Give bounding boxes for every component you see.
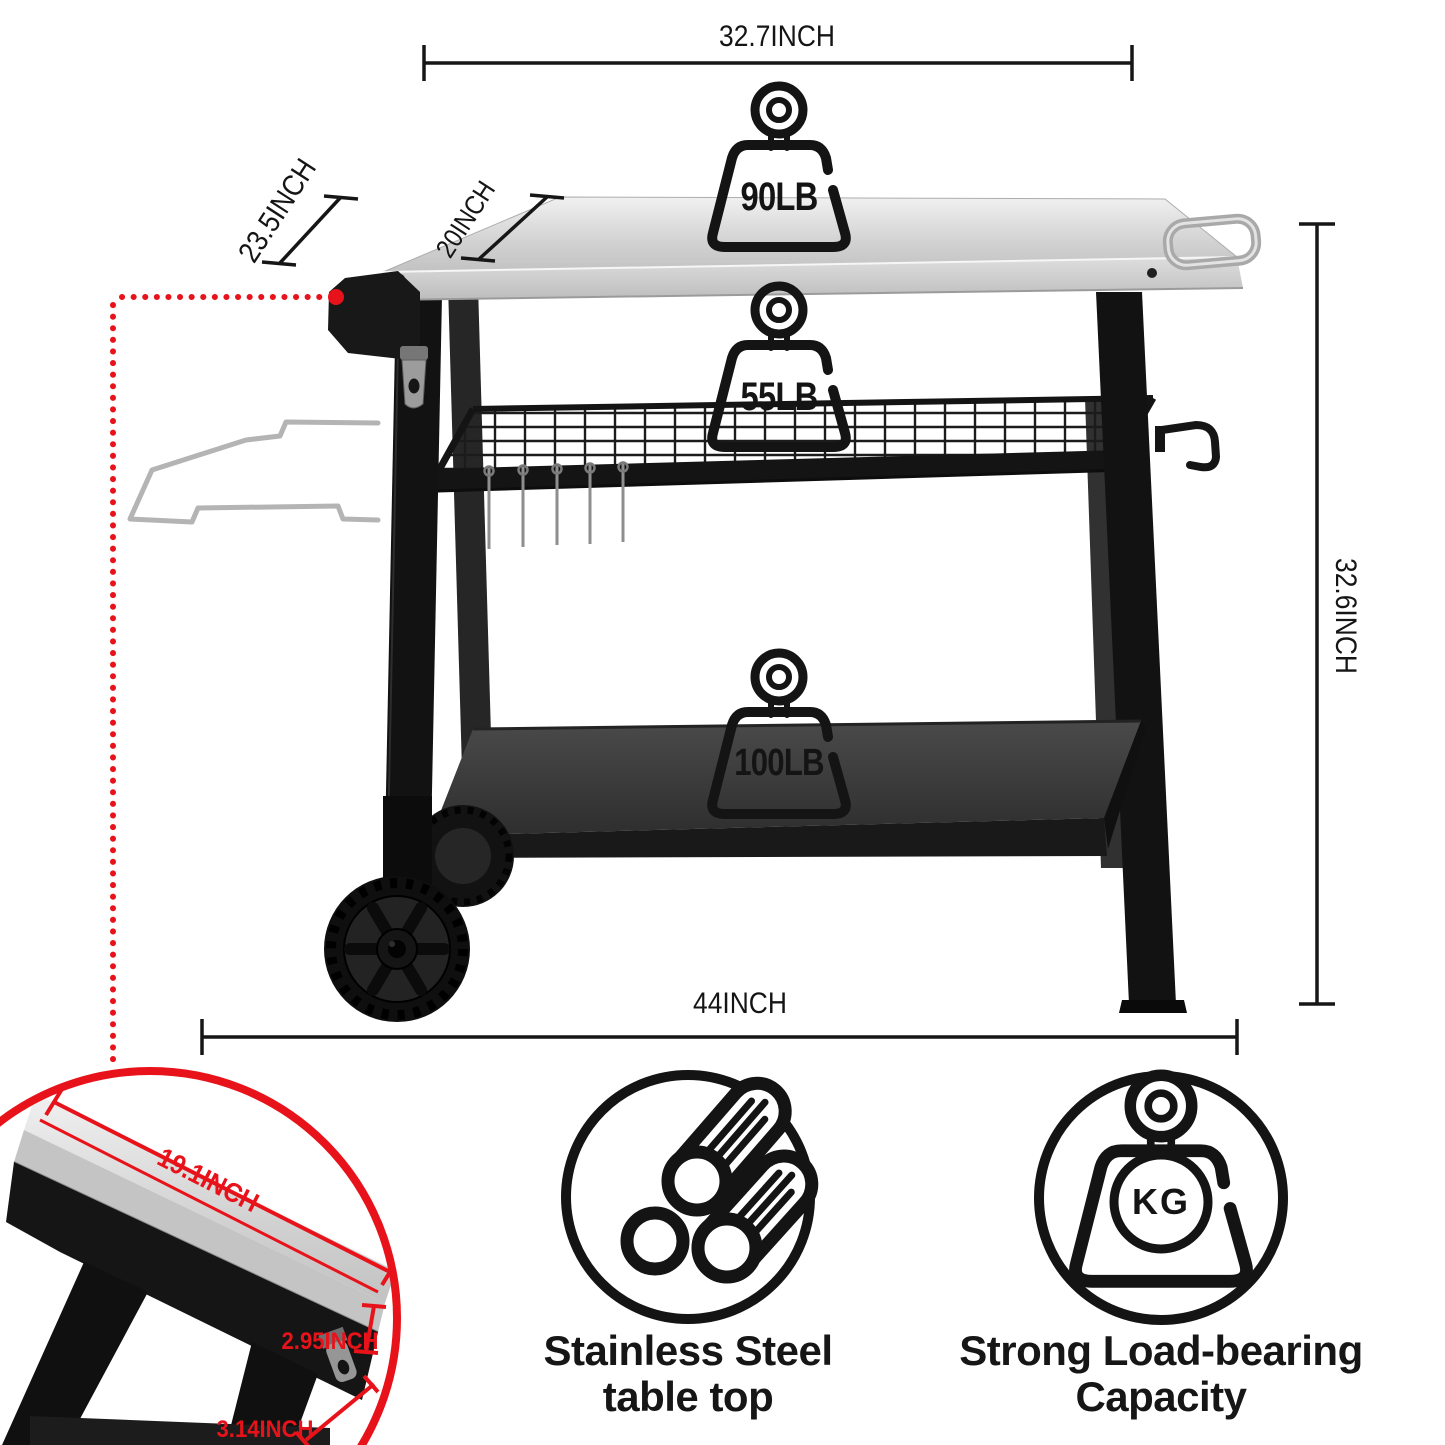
load-feature-title: Strong Load-bearing Capacity — [931, 1328, 1391, 1420]
inset-leg-right — [226, 1342, 318, 1445]
corner-shelf-bracket — [328, 271, 420, 359]
push-handle — [1162, 213, 1262, 271]
dim-top — [422, 45, 1134, 81]
bottom-shelf — [431, 719, 1146, 858]
cart — [127, 196, 1262, 1022]
dimension-lines — [200, 45, 1335, 1055]
corner-detail-inset — [0, 1067, 401, 1445]
stainless-feature-line1: Stainless Steel — [543, 1327, 833, 1374]
red-dotted-connector — [110, 289, 344, 1069]
towel-rack — [127, 419, 381, 525]
bottle-opener — [400, 346, 428, 409]
load-feature-line1: Strong Load-bearing — [959, 1327, 1363, 1374]
wire-grid-shelf — [433, 395, 1157, 493]
table-width-label: 32.7INCH — [719, 20, 835, 53]
dim-right — [1299, 222, 1335, 1006]
inset-leg-left — [2, 1262, 148, 1445]
stainless-feature-line2: table top — [602, 1373, 774, 1420]
height-label: 32.6INCH — [1329, 558, 1362, 674]
front-right-leg — [1096, 292, 1176, 1004]
right-leg-foot — [1119, 1000, 1187, 1013]
inset-leg-width-label: 3.14INCH — [216, 1416, 314, 1443]
inset-red-dimensions — [39, 1087, 397, 1445]
inset-edge-height-label: 2.95INCH — [281, 1328, 379, 1355]
steel-pipes-icon — [620, 1076, 819, 1284]
inset-circle-border — [0, 1067, 401, 1445]
feature-stainless-badge — [561, 1070, 819, 1324]
tabletop — [378, 196, 1244, 301]
dim-depth-outer — [261, 194, 359, 267]
inset-bottle-opener — [318, 1326, 357, 1382]
front-wheel — [324, 876, 470, 1022]
rear-left-leg — [448, 285, 492, 770]
kg-weight-icon — [1075, 1075, 1246, 1281]
feature-load-badge — [1034, 1075, 1288, 1325]
top-shelf-capacity-label: 90LB — [740, 175, 819, 219]
dim-depth-top — [460, 193, 565, 263]
stainless-feature-title: Stainless Steel table top — [468, 1328, 908, 1420]
skewer-hooks — [483, 461, 629, 549]
screw-right — [1147, 268, 1157, 278]
front-left-leg — [384, 296, 442, 890]
inset-frame — [6, 1162, 378, 1400]
bottom-shelf-capacity-label: 100LB — [734, 742, 824, 784]
rear-wheel — [412, 805, 514, 907]
side-hook — [1155, 420, 1221, 472]
load-feature-line2: Capacity — [1075, 1373, 1247, 1420]
overall-width-label: 44INCH — [693, 987, 787, 1020]
middle-shelf-capacity-label: 55LB — [740, 375, 819, 419]
kg-badge-label: KG — [1132, 1181, 1190, 1222]
inset-tabletop — [24, 1093, 396, 1303]
dim-bottom — [200, 1019, 1239, 1055]
